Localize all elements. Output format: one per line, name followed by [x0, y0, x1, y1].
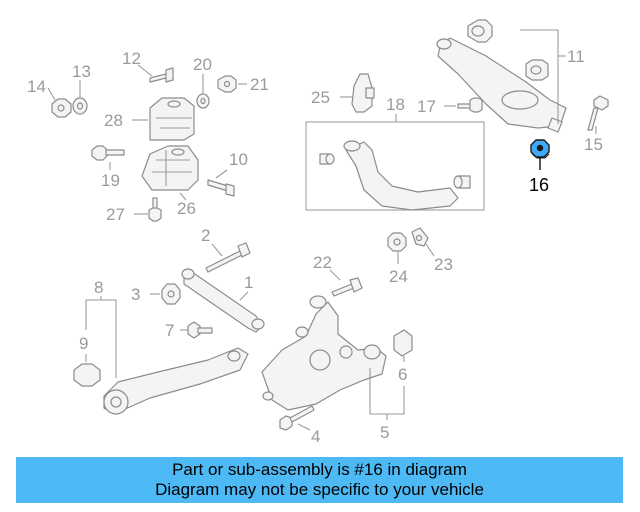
callout-28: 28	[104, 111, 123, 130]
part-28-mount-cap	[149, 97, 195, 141]
callout-24: 24	[389, 267, 408, 286]
part-23-washer	[411, 227, 429, 247]
callout-13: 13	[72, 62, 91, 81]
callout-20: 20	[193, 55, 212, 74]
callout-17: 17	[417, 97, 436, 116]
part-8-trailing-arm	[103, 347, 249, 415]
part-25-bracket	[351, 73, 375, 113]
callout-15: 15	[584, 135, 603, 154]
part-3-nut	[161, 283, 181, 305]
callout-26: 26	[177, 199, 196, 218]
callout-6: 6	[398, 365, 407, 384]
part-17-bolt	[457, 97, 483, 113]
callout-7: 7	[165, 321, 174, 340]
part-24-nut	[387, 232, 407, 252]
caption-line-2: Diagram may not be specific to your vehi…	[155, 480, 484, 499]
callout-21: 21	[250, 75, 269, 94]
callout-3: 3	[131, 285, 140, 304]
callout-27: 27	[106, 205, 125, 224]
callout-22: 22	[313, 253, 332, 272]
callout-11: 11	[567, 47, 585, 66]
part-21-nut	[217, 75, 237, 93]
caption-line-1: Part or sub-assembly is #16 in diagram	[172, 460, 467, 479]
callout-19: 19	[101, 171, 120, 190]
part-15-bolt	[587, 95, 609, 131]
callout-12: 12	[122, 49, 141, 68]
callout-25: 25	[311, 88, 330, 107]
part-20-washer	[196, 93, 210, 109]
callout-10: 10	[229, 150, 248, 169]
part-26-mount-bracket	[141, 145, 199, 191]
callout-18: 18	[386, 95, 405, 114]
callout-16: 16	[529, 175, 549, 195]
part-10-bolt	[207, 179, 235, 197]
part-9-bushing	[73, 363, 101, 387]
part-18-upper-arm-box	[305, 121, 485, 211]
callout-23: 23	[434, 255, 453, 274]
callout-4: 4	[311, 427, 320, 446]
part-19-bolt	[91, 145, 125, 161]
part-22-bolt	[331, 277, 363, 297]
part-7-bolt	[187, 321, 213, 339]
part-11-arm	[436, 19, 567, 133]
callout-14: 14	[27, 77, 46, 96]
callout-2: 2	[201, 226, 210, 245]
part-1-link	[181, 268, 265, 333]
part-4-bolt	[279, 405, 315, 431]
part-knuckle	[261, 295, 387, 411]
info-caption: Part or sub-assembly is #16 in diagram D…	[16, 457, 623, 503]
part-6-bushing	[393, 329, 413, 357]
part-12-bolt	[149, 67, 174, 83]
callout-5: 5	[380, 423, 389, 442]
part-13-washer	[72, 97, 88, 115]
part-14-nut	[51, 98, 72, 118]
part-2-bolt	[205, 242, 251, 273]
part-27-bolt	[148, 197, 162, 222]
callout-9: 9	[79, 334, 88, 353]
part-16-nut-highlighted	[530, 139, 550, 159]
callout-1: 1	[244, 273, 253, 292]
callout-8: 8	[94, 278, 103, 297]
